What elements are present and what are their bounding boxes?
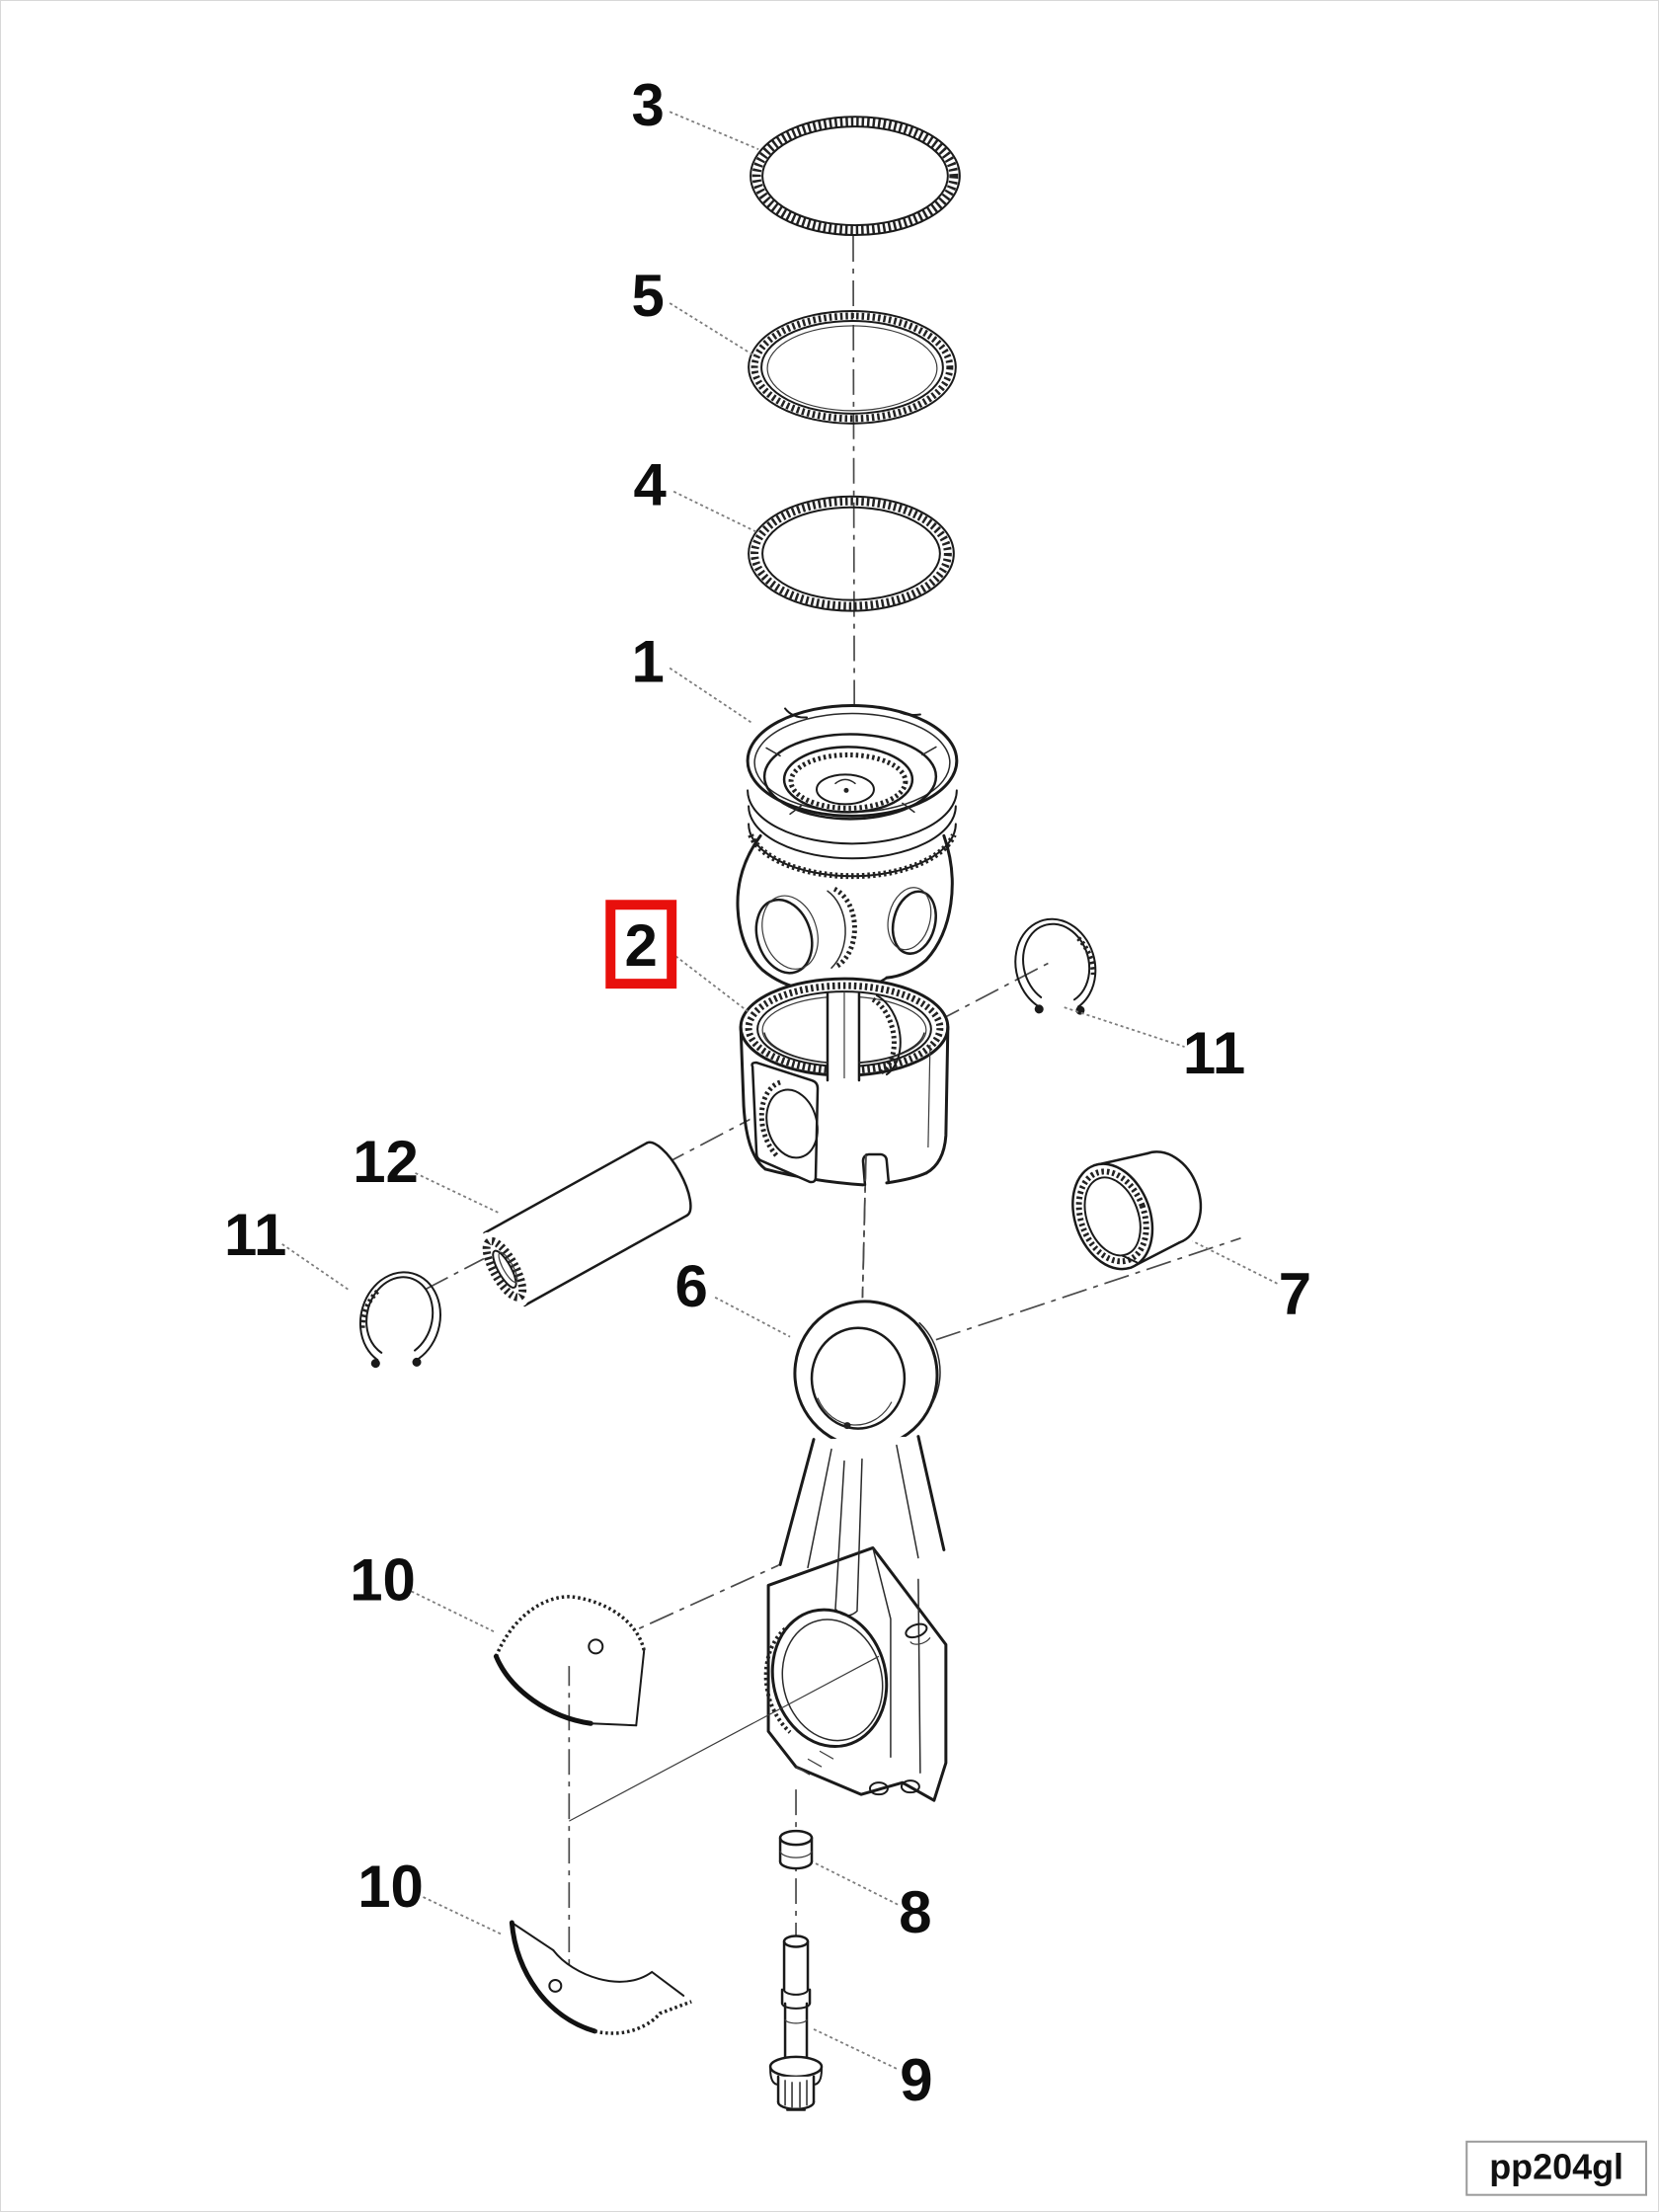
leader-6: [714, 1296, 791, 1338]
bearing-bore-reference-line: [569, 1655, 880, 1822]
callout-2-selected[interactable]: 2: [625, 912, 658, 979]
leader-2: [674, 955, 749, 1012]
callout-9[interactable]: 9: [900, 2047, 932, 2113]
part-rod-bolt: [768, 1935, 824, 2111]
part-piston-pin: [480, 1141, 692, 1307]
bushing-axis: [935, 1237, 1241, 1341]
leader-8: [815, 1862, 900, 1906]
part-top-compression-ring: [750, 116, 961, 237]
leader-10-upper: [411, 1590, 497, 1634]
callout-4[interactable]: 4: [634, 452, 667, 518]
diagram-code-box: [1465, 2140, 1648, 2196]
part-piston-crown: [736, 703, 959, 998]
callout-5[interactable]: 5: [632, 263, 665, 329]
leader-1: [669, 667, 753, 725]
callout-10-lower[interactable]: 10: [357, 1854, 424, 1920]
callout-7[interactable]: 7: [1279, 1261, 1311, 1327]
diagram-code-badge: pp204gl: [1465, 2140, 1648, 2196]
part-dowel-sleeve: [778, 1829, 814, 1870]
callout-8[interactable]: 8: [899, 1879, 931, 1945]
leader-11-left: [281, 1243, 350, 1291]
callout-1[interactable]: 1: [632, 629, 665, 695]
leader-10-lower: [423, 1896, 503, 1936]
bearing-diagonal-axis: [568, 1562, 783, 1662]
callout-6[interactable]: 6: [675, 1253, 708, 1319]
part-circlip-right: [1014, 917, 1097, 1015]
skirt-notch-axis-segment: [861, 1154, 867, 1315]
callout-labels: 3 5 4 1 2 11 12 11 6 7 10 10 8 9: [224, 72, 1311, 2113]
highlight-box: [605, 900, 677, 989]
callout-3[interactable]: 3: [632, 72, 665, 138]
part-connecting-rod: [763, 1295, 948, 1802]
piston-pin-axis: [425, 960, 1054, 1291]
callout-leader-lines: [281, 111, 1278, 2070]
part-piston-skirt: [739, 977, 950, 1187]
callout-11-left[interactable]: 11: [224, 1202, 286, 1268]
callout-11-right[interactable]: 11: [1183, 1020, 1245, 1086]
leader-4: [672, 490, 757, 533]
leader-3: [669, 111, 759, 150]
part-second-compression-ring: [748, 309, 957, 425]
part-bearing-shell-upper: [493, 1595, 646, 1727]
part-circlip-left: [358, 1271, 441, 1369]
callout-10-upper[interactable]: 10: [350, 1546, 416, 1613]
leader-7: [1192, 1240, 1278, 1285]
diagram-code-text: pp204gl: [1489, 2147, 1623, 2187]
leader-11-right: [1064, 1006, 1185, 1048]
callout-12[interactable]: 12: [353, 1129, 419, 1195]
part-rod-bushing: [1071, 1150, 1203, 1271]
leader-12: [415, 1172, 499, 1214]
leader-9: [813, 2028, 898, 2070]
leader-5: [669, 302, 756, 357]
part-oil-control-ring: [748, 495, 955, 612]
part-bearing-shell-lower: [509, 1920, 692, 2035]
